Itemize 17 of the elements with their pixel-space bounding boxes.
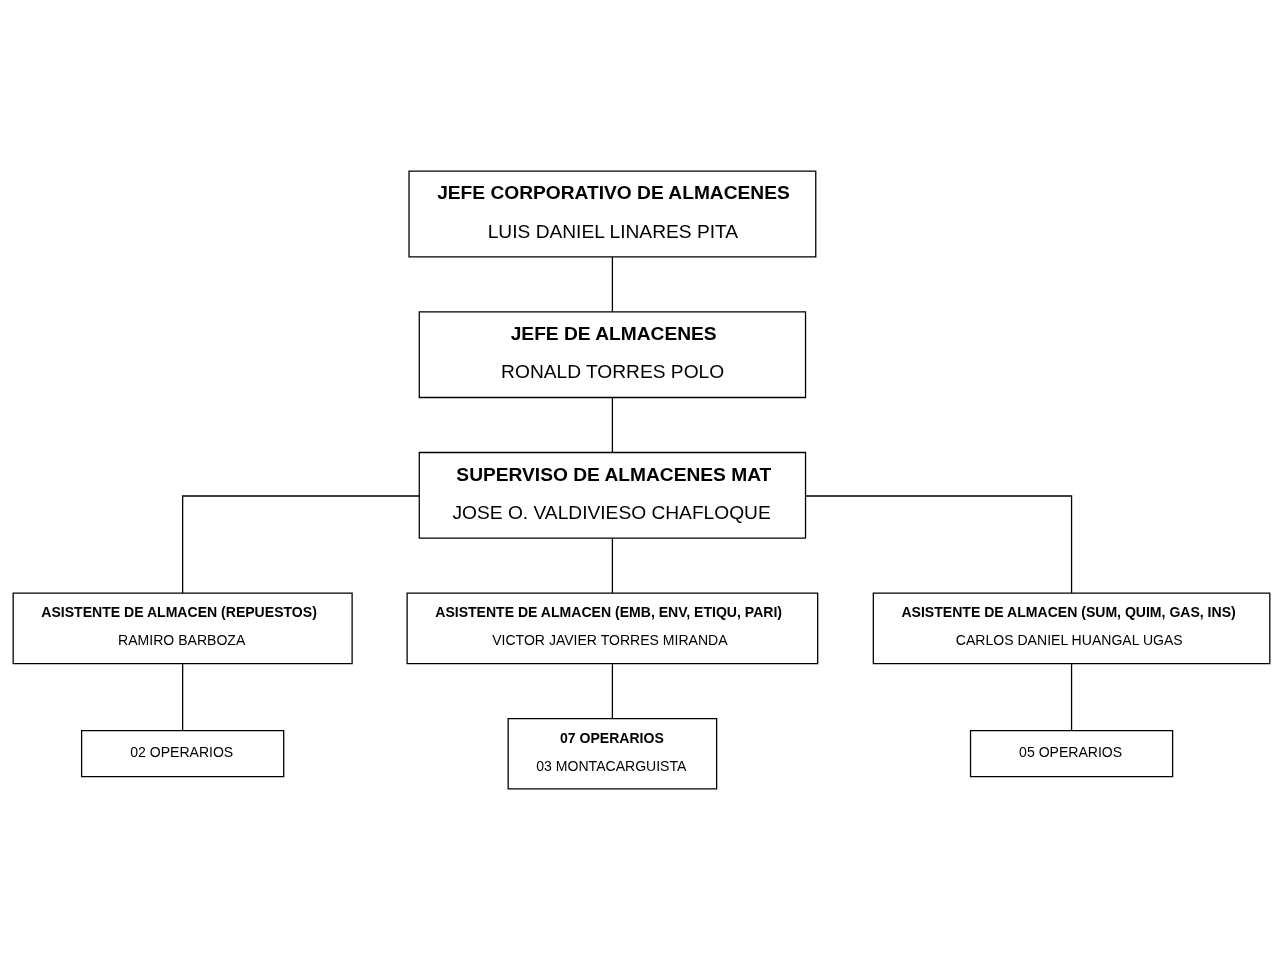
connector — [611, 397, 614, 453]
node-box: JEFE CORPORATIVO DE ALMACENES LUIS DANIEL LINARES PITA — [408, 170, 817, 258]
node-box: JEFE DE ALMACENES RONALD TORRES POLO — [418, 311, 807, 399]
connector — [805, 495, 1073, 594]
node-box: SUPERVISO DE ALMACENES MAT JOSE O. VALDIVIESO CHAFLOQUE — [418, 451, 807, 539]
node-box: ASISTENTE DE ALMACEN (REPUESTOS) RAMIRO BARBOZA — [12, 592, 353, 665]
connector — [182, 663, 184, 732]
connector — [611, 256, 614, 313]
connector — [1070, 663, 1073, 732]
node-box: ASISTENTE DE ALMACEN (SUM, QUIM, GAS, INS) CARLOS DANIEL HUANGAL UGAS — [872, 592, 1271, 665]
node-box: 07 OPERARIOS 03 MONTACARGUISTA — [507, 717, 718, 790]
connector — [182, 495, 420, 594]
node-box: 05 OPERARIOS — [969, 730, 1174, 778]
connector — [611, 663, 614, 719]
node-box: 02 OPERARIOS — [80, 730, 285, 778]
connector — [611, 537, 614, 594]
node-box: ASISTENTE DE ALMACEN (EMB, ENV, ETIQU, PARI) VICTOR JAVIER TORRES MIRANDA — [406, 592, 819, 665]
